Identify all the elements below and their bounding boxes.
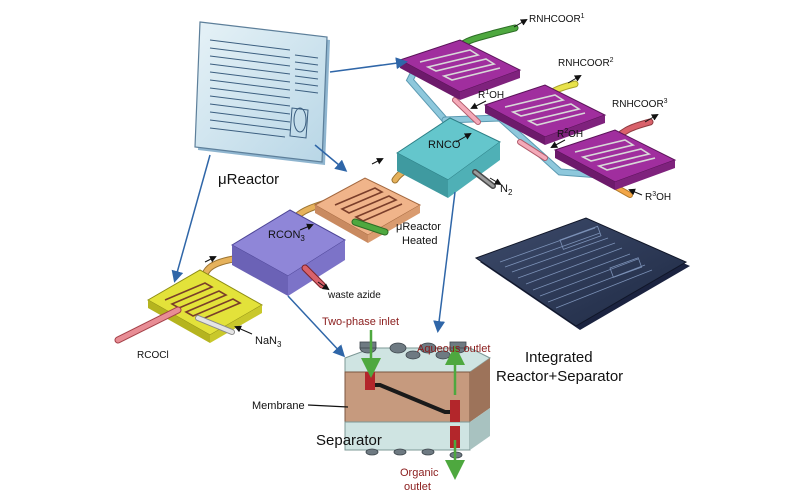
alcohol-label-3: R3OH bbox=[645, 191, 671, 203]
pointer-arrow-to-separator-1 bbox=[287, 295, 346, 358]
product-label-1: RNHCOOR1 bbox=[529, 13, 585, 25]
svg-text:N2: N2 bbox=[500, 183, 513, 197]
pointer-arrows bbox=[171, 57, 456, 358]
alcohol-3-arrow bbox=[628, 188, 643, 196]
isocyanate-label: RNCO bbox=[428, 139, 461, 151]
product-3-arrow bbox=[644, 113, 659, 123]
integrated-chip bbox=[474, 217, 690, 330]
yellow-reactor-chip bbox=[146, 269, 264, 343]
magenta-reactor-chip-3 bbox=[553, 129, 677, 190]
svg-text:NaN3: NaN3 bbox=[255, 335, 282, 349]
organic-outlet-label-1: Organic bbox=[400, 467, 439, 479]
pointer-arrow-to-separator-2 bbox=[433, 191, 456, 333]
svg-text:RNHCOOR3: RNHCOOR3 bbox=[612, 98, 668, 110]
product-label-2: RNHCOOR2 bbox=[558, 57, 614, 69]
heated-reactor-label-1: μReactor bbox=[396, 221, 441, 233]
svg-text:RCON3: RCON3 bbox=[268, 229, 305, 243]
sodium-azide-label: NaN3 bbox=[255, 335, 282, 349]
nitrogen-label: N2 bbox=[500, 183, 513, 197]
waste-azide-label: waste azide bbox=[327, 290, 381, 301]
membrane-label: Membrane bbox=[252, 400, 305, 412]
lavender-acyl-azide-chip bbox=[231, 209, 346, 296]
alcohol-label-2: R2OH bbox=[557, 128, 583, 140]
acid-chloride-label: RCOCl bbox=[137, 350, 169, 361]
membrane-pointer bbox=[307, 404, 349, 408]
product-1-arrow bbox=[513, 18, 528, 28]
alcohol-label-1: R1OH bbox=[478, 89, 504, 101]
svg-text:R3OH: R3OH bbox=[645, 191, 671, 203]
heated-reactor-label-2: Heated bbox=[402, 235, 437, 247]
svg-text:R2OH: R2OH bbox=[557, 128, 583, 140]
flow-arrow bbox=[371, 158, 384, 165]
sodium-azide-arrow bbox=[234, 325, 253, 335]
magenta-reactor-chip-2 bbox=[483, 84, 607, 145]
nitrogen-arrow bbox=[489, 177, 502, 186]
waste-azide-arrow bbox=[317, 281, 330, 291]
product-2-arrow bbox=[567, 74, 582, 84]
isocyanate-arrow bbox=[455, 133, 472, 143]
micro-reactor-label: μReactor bbox=[218, 171, 279, 188]
alcohol-2-arrow bbox=[550, 139, 566, 148]
svg-text:RNHCOOR2: RNHCOOR2 bbox=[558, 57, 614, 69]
integrated-label-1: Integrated bbox=[525, 349, 593, 366]
acyl-azide-label: RCON3 bbox=[268, 229, 305, 243]
pointer-arrow-to-magenta bbox=[329, 57, 408, 73]
pointer-arrow-to-heated bbox=[314, 144, 348, 172]
acyl-azide-arrow bbox=[299, 223, 314, 231]
pointer-arrow-to-yellow bbox=[171, 154, 211, 283]
separator-label: Separator bbox=[316, 432, 382, 449]
svg-text:RNHCOOR1: RNHCOOR1 bbox=[529, 13, 585, 25]
organic-outlet-label-2: outlet bbox=[404, 481, 431, 493]
integrated-label-2: Reactor+Separator bbox=[496, 368, 623, 385]
two-phase-inlet-label: Two-phase inlet bbox=[322, 316, 399, 328]
alcohol-1-arrow bbox=[470, 100, 487, 109]
glass-microreactor-chip bbox=[194, 21, 330, 165]
teal-isocyanate-chip bbox=[396, 117, 501, 198]
product-label-3: RNHCOOR3 bbox=[612, 98, 668, 110]
magenta-reactor-chip-1 bbox=[398, 39, 522, 100]
svg-text:R1OH: R1OH bbox=[478, 89, 504, 101]
aqueous-outlet-label: Aqueous outlet bbox=[417, 343, 490, 355]
flow-arrow bbox=[204, 256, 217, 263]
